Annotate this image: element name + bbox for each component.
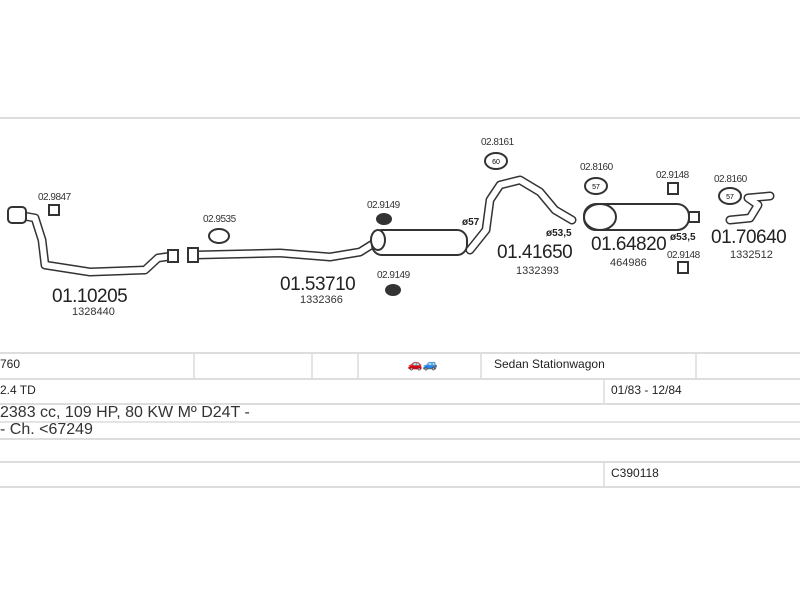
clamp-number: 02.9148 <box>667 250 701 261</box>
diameter-label: ø53,5 <box>546 228 572 239</box>
oe-number: 1332512 <box>730 249 773 261</box>
middle-muffler[interactable] <box>187 229 468 263</box>
svg-text:57: 57 <box>592 184 600 191</box>
body-types: Sedan Stationwagon <box>480 354 695 378</box>
clamp-number: 02.9847 <box>38 192 72 203</box>
exhaust-diagram: 02.9847 01.10205 1328440 02.9535 01.5371… <box>7 137 787 318</box>
clamp-icon: 57 <box>584 177 608 195</box>
engine-cell: 2.4 TD <box>0 383 36 397</box>
svg-text:57: 57 <box>726 194 734 201</box>
table-row: 760 🚗🚙 Sedan Stationwagon <box>0 354 800 380</box>
hanger-icon <box>385 284 401 296</box>
clamp-number: 02.8161 <box>481 137 515 148</box>
intermediate-pipe[interactable] <box>465 175 577 255</box>
clamp-icon <box>48 204 60 216</box>
specs-text: 2383 cc, 109 HP, 80 KW Mº D24T - <box>0 404 250 421</box>
clamp-icon <box>677 261 689 274</box>
oe-number: 464986 <box>610 257 647 269</box>
part-number[interactable]: 01.10205 <box>52 286 128 307</box>
part-number[interactable]: 01.70640 <box>711 227 787 248</box>
table-row: 2.4 TD 01/83 - 12/84 <box>0 380 800 405</box>
table-row: C390118 <box>0 463 800 488</box>
tail-pipe[interactable] <box>725 191 775 225</box>
part-number[interactable]: 01.53710 <box>280 274 356 295</box>
years-cell: 01/83 - 12/84 <box>603 380 682 403</box>
code-cell: C390118 <box>603 463 659 486</box>
divider <box>0 117 800 119</box>
wagon-car-icon: 🚙 <box>422 357 438 371</box>
gasket-icon <box>208 228 230 244</box>
oe-number: 1332393 <box>516 265 559 277</box>
oe-number: 1328440 <box>72 306 115 318</box>
clamp-number: 02.8160 <box>580 162 614 173</box>
oe-number: 1332366 <box>300 294 343 306</box>
clamp-icon <box>667 182 679 195</box>
clamp-number: 02.9535 <box>203 214 237 225</box>
diameter-label: ø53,5 <box>670 232 696 243</box>
part-number[interactable]: 01.64820 <box>591 234 667 255</box>
rear-muffler[interactable] <box>583 203 700 231</box>
model-cell: 760 <box>0 357 21 371</box>
hanger-icon <box>376 213 392 225</box>
clamp-icon: 60 <box>484 152 508 170</box>
clamp-number: 02.9148 <box>656 170 690 181</box>
sedan-car-icon: 🚗 <box>407 357 423 371</box>
clamp-number: 02.9149 <box>367 200 401 211</box>
clamp-number: 02.8160 <box>714 174 748 185</box>
body-type-icons: 🚗🚙 <box>357 354 480 378</box>
clamp-icon: 57 <box>718 187 742 205</box>
svg-text:60: 60 <box>492 159 500 166</box>
part-number[interactable]: 01.41650 <box>497 242 573 263</box>
clamp-number: 02.9149 <box>377 270 411 281</box>
front-pipe[interactable] <box>7 206 179 277</box>
diameter-label: ø57 <box>462 217 480 228</box>
chassis-text: - Ch. <67249 <box>0 421 93 438</box>
